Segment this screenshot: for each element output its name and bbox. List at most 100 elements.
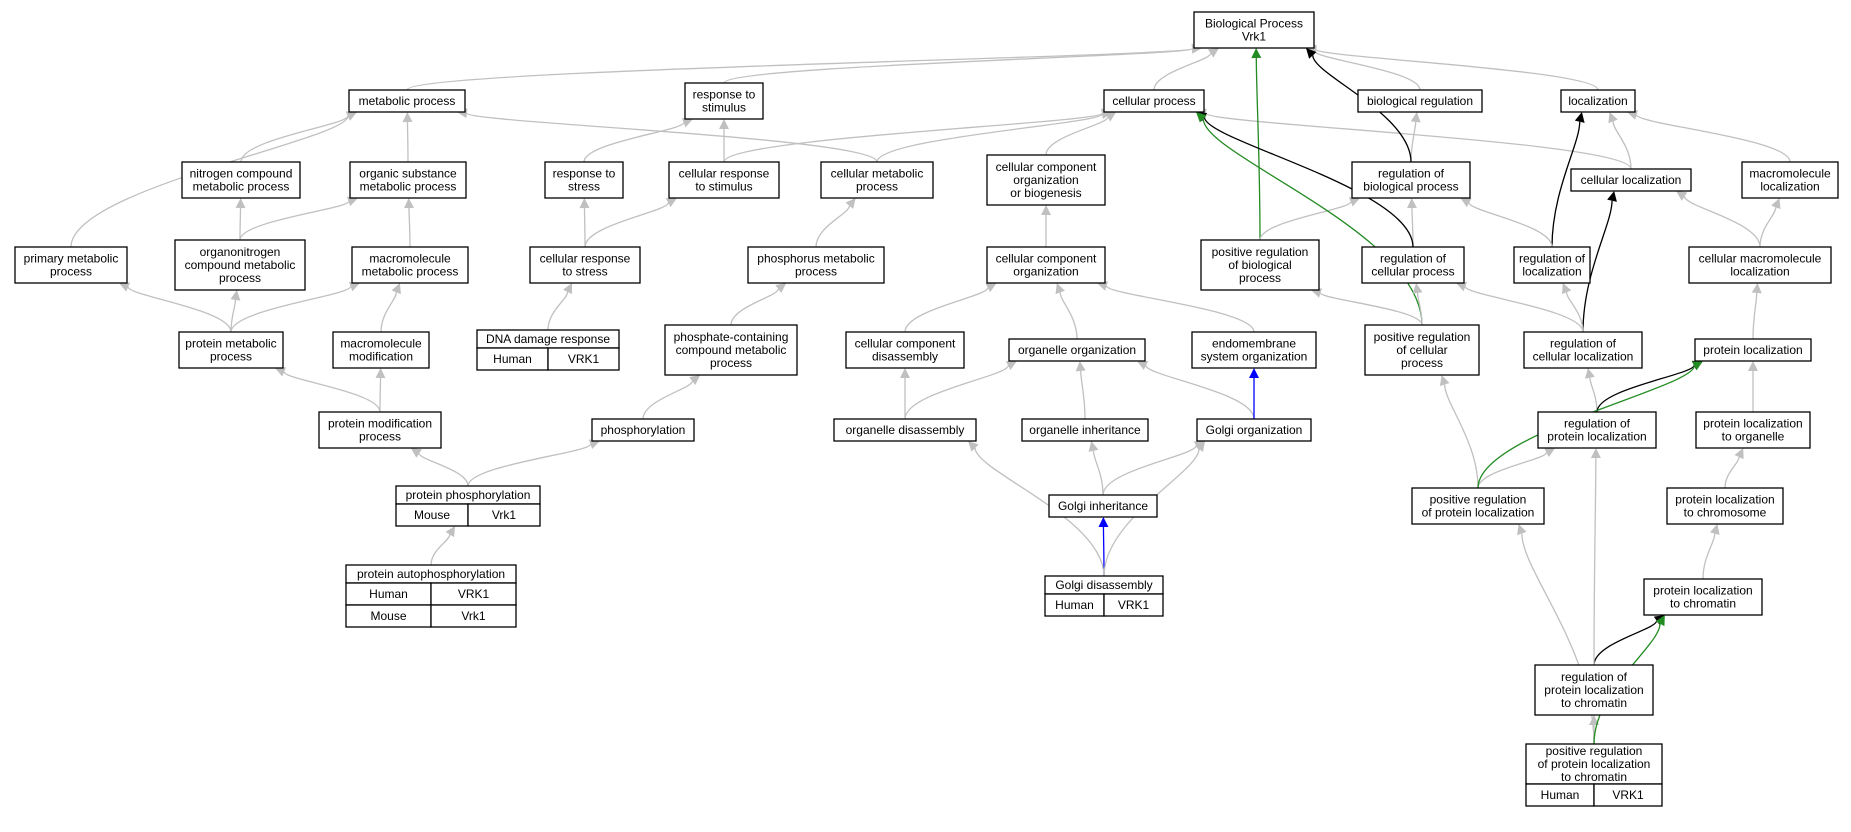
edge-line [730, 288, 779, 326]
edge-protein-modification-process-to-protein-metabolic-process [275, 367, 381, 413]
term-label-line: cellular localization [1581, 173, 1682, 187]
edge-line [1416, 292, 1423, 326]
arrowhead [1439, 375, 1450, 387]
edge-golgi-inheritance-to-golgi-organization [1102, 441, 1205, 496]
go-term-protein-localization[interactable]: protein localization [1694, 338, 1812, 362]
edge-cellular-metabolic-process-to-metabolic-process [457, 108, 878, 163]
go-term-golgi-organization[interactable]: Golgi organization [1196, 418, 1312, 442]
edge-line [1464, 285, 1584, 333]
term-label-line: organization [1013, 173, 1078, 187]
arrowhead [1589, 715, 1599, 725]
edge-regulation-of-localization-to-regulation-of-biological-process [1460, 198, 1553, 248]
arrowhead [1251, 48, 1262, 59]
go-term-golgi-inheritance[interactable]: Golgi inheritance [1048, 494, 1158, 518]
edge-protein-modification-process-to-macromolecule-modification [375, 368, 386, 413]
edge-line [230, 299, 237, 333]
term-label-line: phosphate-containing [674, 330, 789, 344]
term-box [1537, 411, 1657, 449]
go-term-biological-regulation[interactable]: biological regulation [1357, 89, 1483, 113]
term-label-line: protein metabolic [185, 337, 276, 351]
arrowhead [900, 368, 910, 378]
go-term-localization[interactable]: localization [1560, 89, 1636, 113]
go-term-cellular-localization[interactable]: cellular localization [1570, 168, 1692, 192]
gene-label: Vrk1 [492, 508, 517, 522]
arrowhead [1517, 524, 1527, 536]
term-label-line: to chromosome [1684, 506, 1767, 520]
term-box [181, 161, 301, 199]
go-term-organelle-inheritance[interactable]: organelle inheritance [1021, 418, 1149, 442]
term-label-line: process [219, 271, 261, 285]
arrowhead [348, 281, 360, 292]
edge-line [723, 48, 1193, 84]
arrowhead [1207, 48, 1219, 58]
arrowhead [391, 283, 401, 295]
edge-metabolic-process-to-root [406, 43, 1202, 91]
go-term-metabolic-process[interactable]: metabolic process [348, 89, 466, 113]
cell-background [467, 503, 541, 527]
term-label-line: metabolic process [360, 180, 457, 194]
gene-label: VRK1 [568, 352, 600, 366]
term-label-line: nitrogen compound [190, 167, 293, 181]
arrowhead [119, 282, 131, 292]
go-term-phosphorylation[interactable]: phosphorylation [591, 418, 695, 442]
arrowhead [689, 375, 701, 386]
go-term-cellular-process[interactable]: cellular process [1103, 89, 1205, 113]
arrowhead [1249, 368, 1259, 378]
edge-line [1259, 201, 1352, 241]
term-label-line: organelle disassembly [846, 423, 965, 437]
term-label-line: to organelle [1722, 430, 1785, 444]
term-label-line: of biological [1228, 258, 1291, 272]
term-label-line: to stimulus [695, 180, 752, 194]
term-box [820, 161, 934, 199]
edge-protein-localization-to-cellular-macromolecule-localization [1751, 283, 1762, 340]
arrowhead [1196, 112, 1207, 123]
term-label-line: regulation of [1378, 167, 1445, 181]
edge-line [1759, 207, 1777, 248]
go-term-organelle-disassembly[interactable]: organelle disassembly [833, 418, 977, 442]
gene-label: Vrk1 [461, 609, 486, 623]
edge-line [408, 207, 411, 248]
term-box [833, 418, 977, 442]
go-term-organelle-organization[interactable]: organelle organization [1008, 338, 1146, 362]
edge-line [1205, 112, 1632, 170]
